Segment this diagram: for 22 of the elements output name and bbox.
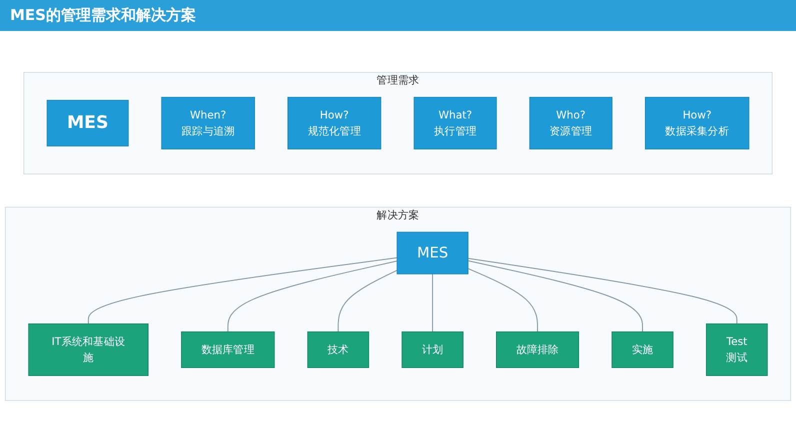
node-box: How? 规范化管理 xyxy=(288,96,382,149)
node-box: MES xyxy=(396,231,468,274)
node-box: 计划 xyxy=(402,331,464,368)
connector xyxy=(468,268,538,332)
node-box: 实施 xyxy=(612,331,674,368)
node-box: Test 测试 xyxy=(706,323,768,376)
connector xyxy=(432,273,434,332)
title-bar: MES的管理需求和解决方案 xyxy=(0,0,796,31)
node-box: How? 数据采集分析 xyxy=(644,96,750,149)
node-box: 数据库管理 xyxy=(181,331,275,368)
connector xyxy=(88,256,398,324)
node-box: 故障排除 xyxy=(496,331,580,368)
node-box: MES xyxy=(46,99,129,146)
node-box: IT系统和基础设施 xyxy=(28,323,148,376)
connector xyxy=(468,257,738,324)
node-box: What? 执行管理 xyxy=(414,96,497,149)
connector xyxy=(468,260,643,332)
node-box: Who? 资源管理 xyxy=(529,96,612,149)
connector xyxy=(227,260,398,332)
node-box: 技术 xyxy=(307,331,370,368)
connector xyxy=(338,269,398,332)
node-box: When? 跟踪与追溯 xyxy=(161,96,255,149)
